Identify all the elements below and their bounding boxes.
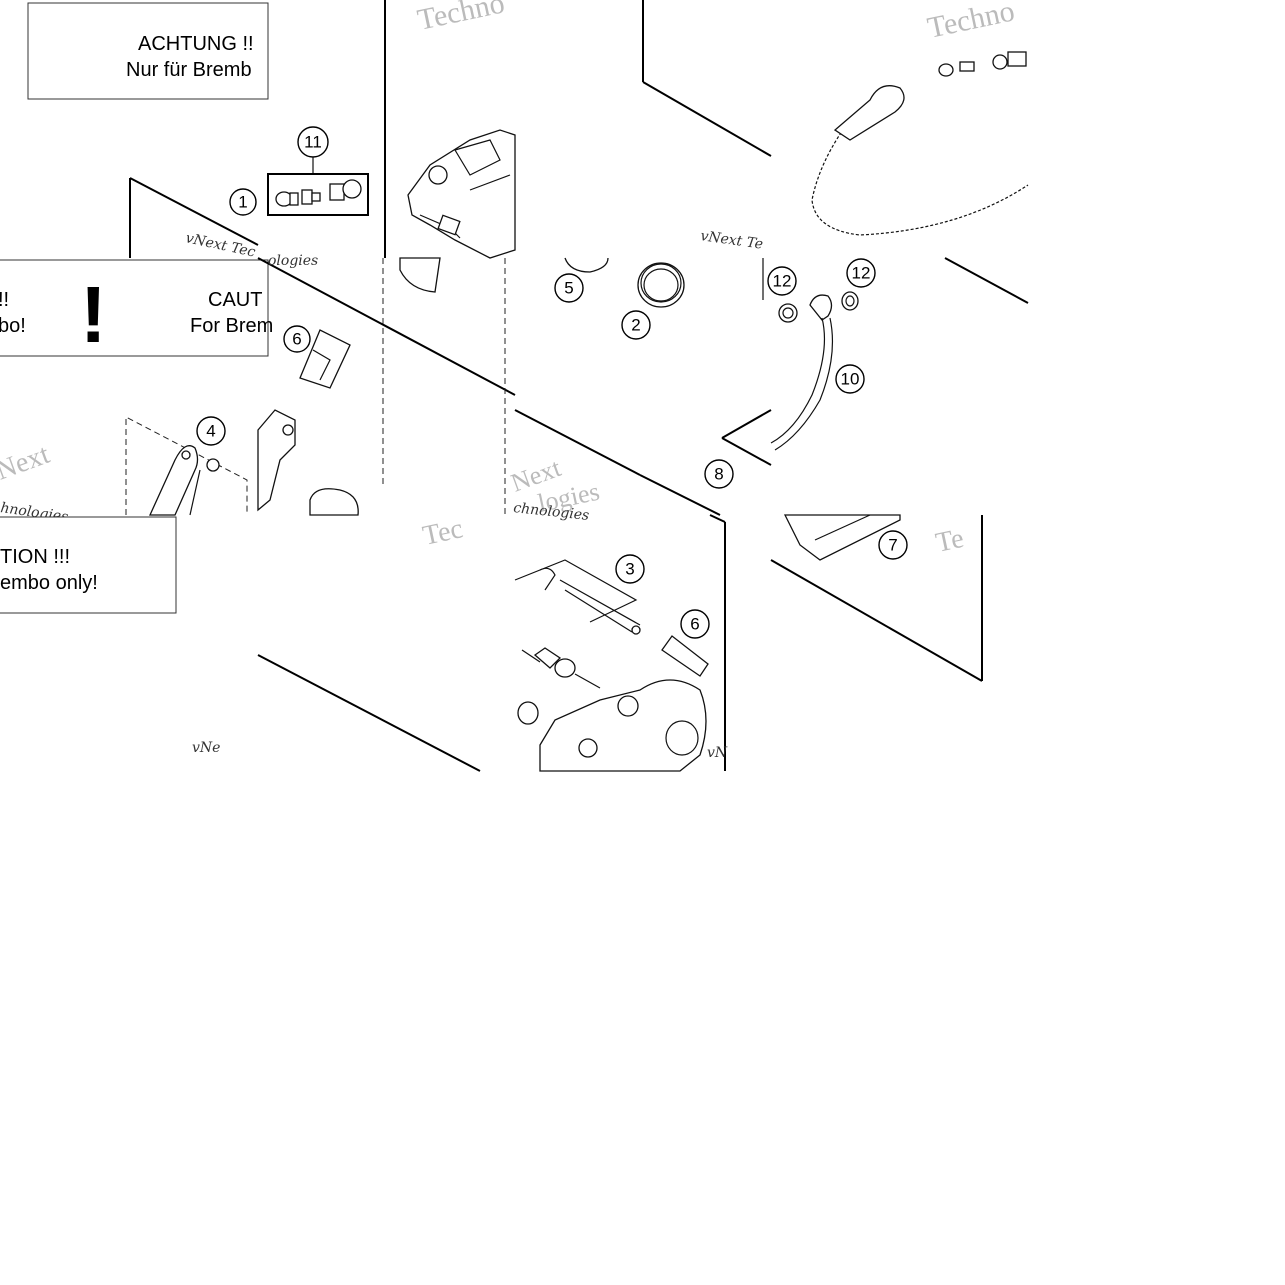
- tile-top-right-b: Techno: [811, 0, 1029, 236]
- caliper-lower: [399, 257, 441, 293]
- watermark-ologies: ologies: [268, 253, 318, 269]
- callout-5: [554, 273, 584, 303]
- warning-english-body-partial: For Brem: [190, 315, 273, 337]
- callout-12b: [846, 258, 876, 288]
- pad-pin: [559, 579, 641, 626]
- callout-2: [621, 310, 651, 340]
- bushing: [517, 701, 539, 725]
- tile-middle-left: !! bo! ! CAUT For Brem 4 Next hnologies: [0, 259, 273, 525]
- pad-spring-b: [661, 635, 709, 677]
- frame-line: [129, 177, 259, 246]
- watermark-chnologies: chnologies: [513, 500, 590, 524]
- pin-clip: [539, 567, 556, 591]
- watermark-next: Next: [0, 439, 54, 487]
- callout-4-label: 4: [206, 422, 215, 441]
- tile-bottom-center: Tec: [257, 513, 481, 772]
- bleed-valve-kit: [275, 179, 362, 207]
- callout-8-label: 8: [714, 465, 723, 484]
- seal-fragment: [564, 257, 609, 273]
- watermark-te: Te: [933, 523, 966, 559]
- fitting-parts: [938, 51, 1027, 77]
- slide-pin: [521, 649, 541, 663]
- callout-11-label: 11: [304, 133, 322, 152]
- warning-fragment-bo: bo!: [0, 315, 26, 337]
- banjo-fitting: [833, 85, 905, 141]
- frame-line: [709, 514, 726, 523]
- pad-pin: [564, 589, 633, 633]
- pad-spring: [299, 329, 351, 389]
- warning-english-title-end: TION !!!: [0, 546, 70, 568]
- copper-washer: [841, 291, 859, 311]
- frame-line: [944, 257, 1029, 304]
- warning-fragment-exclaim: !!: [0, 289, 9, 311]
- brake-hose: [770, 317, 826, 444]
- callout-6a-label: 6: [292, 330, 301, 349]
- caliper-bracket: [539, 679, 707, 772]
- tile-top-middle: 11 Techno: [267, 0, 516, 259]
- warning-box-english: [0, 516, 177, 614]
- piston: [309, 488, 359, 516]
- callout-6b: [680, 609, 710, 639]
- frame-line: [639, 474, 721, 516]
- hose-frame-line: [721, 409, 772, 439]
- callout-1: [229, 188, 257, 216]
- callout-12a: [767, 266, 797, 296]
- warning-english-title-partial: CAUT: [208, 289, 262, 311]
- watermark-tec: Tec: [420, 513, 466, 552]
- tile-bottom-left: TION !!! embo only! vNe: [0, 516, 220, 756]
- callout-2-label: 2: [631, 316, 640, 335]
- tile-bottom-right-b: 7 Te: [770, 514, 983, 682]
- tile-top-left: ACHTUNG !! Nur für Bremb 1 vNext Tec: [27, 2, 269, 261]
- callout-3: [615, 554, 645, 584]
- brake-hose: [774, 317, 834, 451]
- frame-line: [642, 81, 772, 157]
- callout-6b-label: 6: [690, 615, 699, 634]
- brake-pad: [148, 445, 199, 516]
- callout-10-label: 10: [841, 370, 860, 389]
- tile-top-right-a: vNext Te: [642, 0, 772, 253]
- callout-7-label: 7: [888, 536, 897, 555]
- callout-8: [704, 459, 734, 489]
- frame-line: [770, 559, 983, 682]
- watermark-vnext-b: vNext Te: [699, 228, 764, 253]
- callout-7: [878, 530, 908, 560]
- tile-middle-center: ologies 6: [257, 253, 516, 516]
- callout-4: [196, 416, 226, 446]
- frame-line: [514, 409, 641, 476]
- callout-6a: [283, 325, 311, 353]
- brake-pad-frame: [125, 416, 248, 515]
- watermark-techno-b: Techno: [925, 0, 1018, 45]
- brake-hose-loop: [811, 119, 1029, 236]
- warning-box-german: [27, 2, 269, 100]
- tile-middle-right-b: 12 12 10: [762, 257, 1029, 451]
- hose-banjo-end: [809, 294, 833, 321]
- callout-12b-label: 12: [852, 264, 871, 283]
- callout-5-label: 5: [564, 279, 573, 298]
- frame-line: [257, 654, 481, 772]
- warning-german-title: ACHTUNG !!: [138, 33, 254, 55]
- frame-line: [257, 257, 516, 396]
- warning-box-mid: [0, 259, 269, 357]
- callout-10: [835, 364, 865, 394]
- watermark-vne: vNe: [192, 740, 220, 756]
- brake-caliper-sketch: [407, 129, 516, 259]
- brake-disc-guard: [783, 514, 901, 561]
- warning-german-body: Nur für Bremb: [126, 59, 252, 81]
- callout-12a-label: 12: [773, 272, 792, 291]
- watermark-vnext: vNext Tec: [184, 230, 257, 260]
- watermark-techno: Techno: [415, 0, 508, 37]
- callout-1-label: 1: [238, 193, 247, 212]
- tile-middle-right-a: 5 2 8 Next logies chnologies: [507, 257, 772, 524]
- boot: [554, 658, 576, 678]
- watermark-vn: vN: [707, 745, 728, 761]
- hose-frame-line: [721, 437, 772, 466]
- copper-washer: [778, 303, 798, 323]
- callout-3-label: 3: [625, 560, 634, 579]
- exclamation-symbol: !: [80, 270, 107, 359]
- warning-english-body-end: embo only!: [0, 572, 98, 594]
- tile-bottom-right-a: 3 6 vN: [514, 514, 728, 772]
